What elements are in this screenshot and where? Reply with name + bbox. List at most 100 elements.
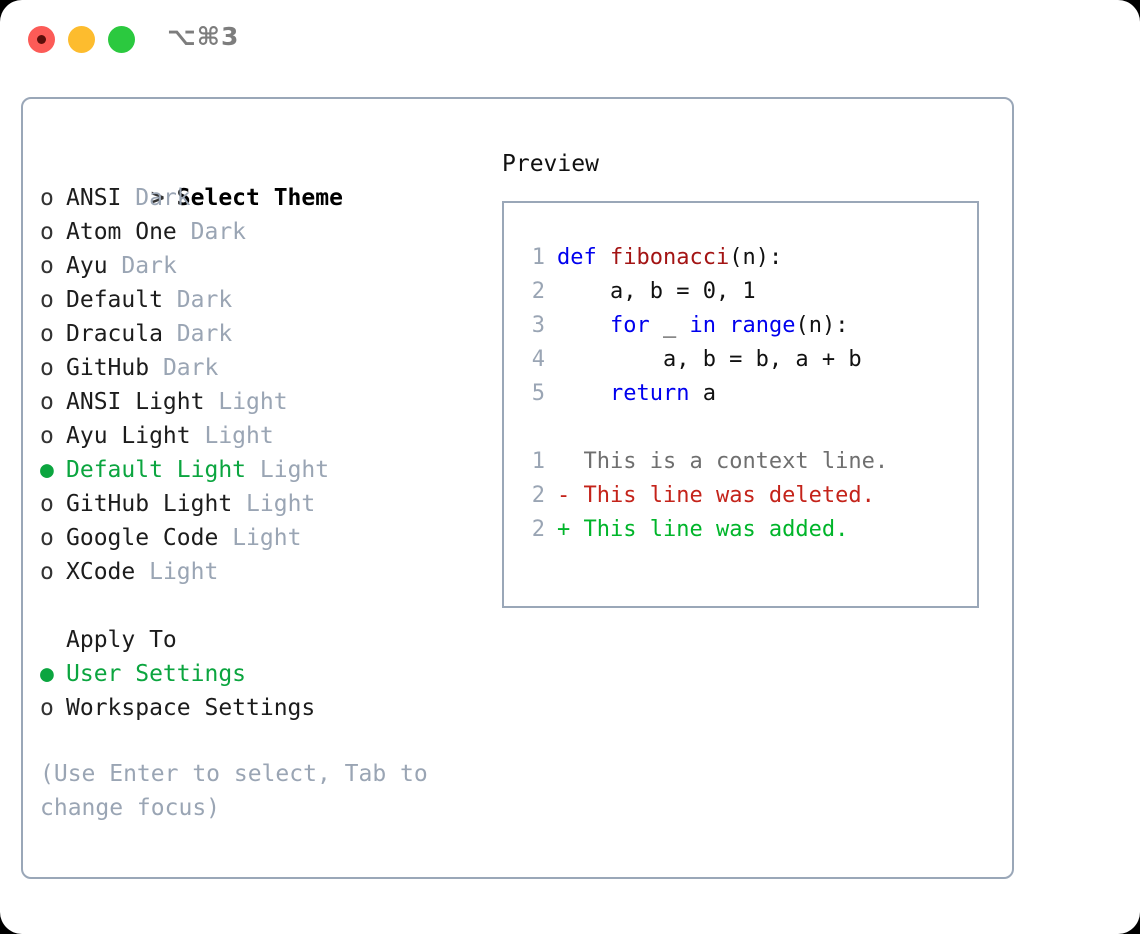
diff-sample: 1 This is a context line. 2- This line wa… — [521, 445, 971, 547]
theme-option-name: XCode — [66, 559, 136, 585]
shortcut-label: ⌥⌘3 — [167, 22, 240, 51]
code-token: (n): — [729, 245, 783, 270]
radio-unselected-icon: o — [40, 423, 54, 449]
theme-option-variant: Light — [259, 457, 330, 483]
code-line: 3 for _ in range(n): — [521, 309, 971, 343]
code-line: 5 return a — [521, 377, 971, 411]
theme-option-atom-one[interactable]: o Atom One Dark — [40, 215, 490, 249]
radio-unselected-icon: o — [40, 559, 54, 585]
code-token: return — [609, 381, 690, 406]
maximize-button[interactable] — [108, 26, 135, 53]
diff-sign — [557, 449, 584, 474]
code-token: def — [557, 245, 610, 270]
theme-option-default-light[interactable]: ● Default Light Light — [40, 453, 490, 487]
code-token — [557, 313, 610, 338]
code-token: fibonacci — [609, 245, 730, 270]
code-line-number: 3 — [531, 313, 545, 338]
radio-unselected-icon: o — [40, 355, 54, 381]
diff-line-number: 2 — [531, 517, 545, 542]
diff-line-number: 1 — [531, 449, 545, 474]
keyboard-hint: (Use Enter to select, Tab to change focu… — [40, 761, 428, 821]
radio-selected-icon: ● — [40, 457, 54, 483]
theme-option-ansi[interactable]: o ANSI Dark — [40, 181, 490, 215]
apply-to-option-label: User Settings — [66, 661, 247, 687]
select-theme-header: >Select Theme — [40, 147, 490, 211]
code-diff-spacer — [521, 411, 971, 445]
code-token: (n): — [795, 313, 849, 338]
theme-option-variant: Dark — [121, 253, 177, 279]
theme-option-variant: Light — [204, 423, 274, 449]
theme-option-name: Google Code — [66, 525, 219, 551]
radio-unselected-icon: o — [40, 287, 54, 313]
code-line: 2 a, b = 0, 1 — [521, 275, 971, 309]
radio-unselected-icon: o — [40, 253, 54, 279]
apply-to-option-label: Workspace Settings — [66, 695, 316, 721]
radio-unselected-icon: o — [40, 185, 54, 211]
radio-unselected-icon: o — [40, 321, 54, 347]
theme-option-variant: Light — [218, 389, 288, 415]
apply-to-option-workspace-settings[interactable]: o Workspace Settings — [40, 691, 490, 725]
theme-option-variant: Dark — [176, 321, 233, 347]
theme-option-name: Dracula — [66, 321, 163, 347]
theme-option-name: GitHub Light — [66, 491, 233, 517]
title-bar: ⌥⌘3 — [0, 0, 1140, 78]
theme-option-name: Default Light — [66, 457, 247, 483]
minimize-button[interactable] — [68, 26, 95, 53]
theme-option-variant: Light — [149, 559, 219, 585]
apply-to-list: ● User Settings o Workspace Settings — [40, 657, 490, 725]
code-token — [716, 313, 729, 338]
code-line: 4 a, b = b, a + b — [521, 343, 971, 377]
radio-unselected-icon: o — [40, 525, 54, 551]
diff-text: This is a context line. — [583, 449, 889, 474]
theme-option-name: ANSI — [66, 185, 122, 211]
theme-option-name: Atom One — [66, 219, 177, 245]
code-token: a — [689, 381, 716, 406]
code-line-number: 5 — [531, 381, 545, 406]
theme-option-name: Ayu — [66, 253, 108, 279]
radio-unselected-icon: o — [40, 695, 54, 721]
close-button[interactable] — [28, 26, 55, 53]
code-line-number: 4 — [531, 347, 545, 372]
section-spacer — [40, 589, 490, 623]
code-token: a, b = b, a + b — [557, 347, 862, 372]
diff-sign: - — [557, 483, 584, 508]
code-token: in — [689, 313, 716, 338]
radio-unselected-icon: o — [40, 491, 54, 517]
apply-to-label: Apply To — [66, 627, 177, 653]
diff-text: This line was deleted. — [583, 483, 875, 508]
theme-option-default[interactable]: o Default Dark — [40, 283, 490, 317]
radio-selected-icon: ● — [40, 661, 54, 687]
theme-option-variant: Dark — [135, 185, 191, 211]
radio-unselected-icon: o — [40, 219, 54, 245]
theme-option-variant: Dark — [190, 219, 247, 245]
theme-option-variant: Dark — [162, 355, 219, 381]
diff-text: This line was added. — [583, 517, 849, 542]
theme-option-dracula[interactable]: o Dracula Dark — [40, 317, 490, 351]
code-token: a, b = 0, 1 — [557, 279, 756, 304]
theme-option-ayu[interactable]: o Ayu Dark — [40, 249, 490, 283]
code-line-number: 2 — [531, 279, 545, 304]
theme-option-variant: Light — [246, 491, 316, 517]
code-line-number: 1 — [531, 245, 545, 270]
theme-option-variant: Dark — [176, 287, 233, 313]
diff-sign: + — [557, 517, 584, 542]
diff-line: 2 + This line was added. — [521, 513, 971, 547]
theme-option-xcode[interactable]: o XCode Light — [40, 555, 490, 589]
theme-option-name: Default — [66, 287, 163, 313]
prompt-caret-icon: > — [150, 185, 165, 211]
radio-unselected-icon: o — [40, 389, 54, 415]
theme-option-github-light[interactable]: o GitHub Light Light — [40, 487, 490, 521]
apply-to-option-user-settings[interactable]: ● User Settings — [40, 657, 490, 691]
